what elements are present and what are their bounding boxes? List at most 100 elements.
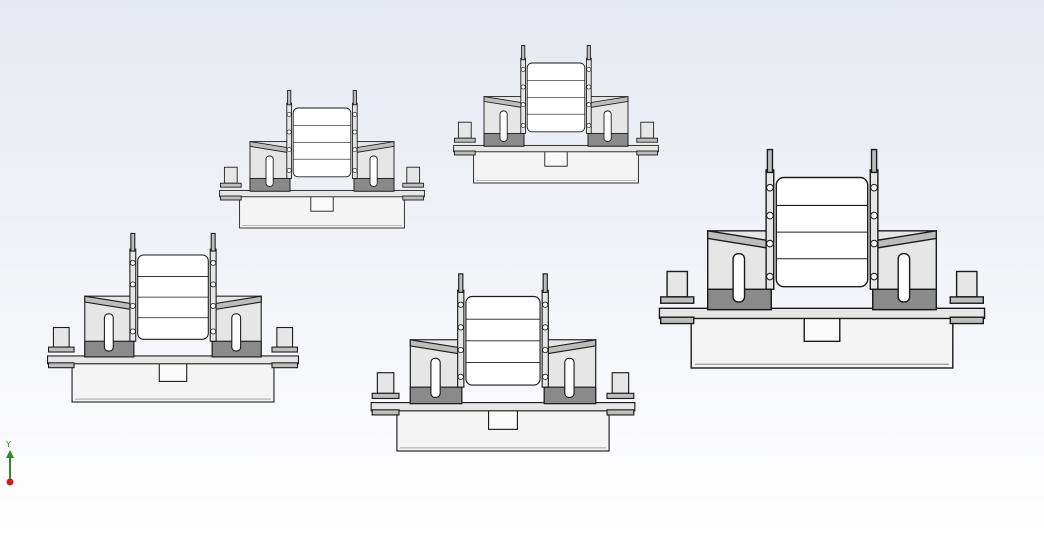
terminal-bolt-left [666,270,689,298]
terminal-nut-right-bottom [402,195,425,201]
fuse-rivet-icon [352,168,358,173]
fuse-rivet-icon [129,328,136,335]
fuse-holder-small-top-left[interactable] [219,89,425,229]
base-notch [544,150,568,167]
terminal-nut-right-top [949,296,984,304]
fuse-rivet-icon [870,183,878,192]
terminal-bolt-left [457,121,472,139]
fuse-rivet-icon [586,102,592,107]
fuse-rivet-icon [586,84,592,90]
fuse-rivet-icon [210,259,217,266]
terminal-bolt-left [52,326,70,348]
fuse-rivet-icon [520,84,526,90]
terminal-nut-right-bottom [949,316,984,325]
fuse-holder-large-right[interactable] [658,148,986,369]
contact-slot-right [231,313,242,352]
fuse-blade-right [352,89,357,106]
fuse-blade-left [130,232,136,252]
terminal-nut-left-bottom [453,150,476,156]
terminal-bolt-left [376,372,395,394]
terminal-nut-right-top [606,392,635,400]
fuse-rivet-icon [870,211,878,220]
fuse-blade-left [521,44,526,61]
terminal-nut-left-bottom [48,362,75,369]
mounting-plate [370,402,636,412]
fuse-rivet-icon [129,259,136,266]
fuse-blade-right [586,44,591,61]
contact-slot-left [732,253,746,303]
fuse-holder-medium-center[interactable] [370,273,636,452]
terminal-nut-left-bottom [660,316,695,325]
fuse-blade-left [287,89,292,106]
contact-slot-right [897,253,911,303]
fuse-rivet-icon [129,303,136,309]
terminal-nut-right-bottom [606,409,635,416]
contact-slot-right [603,110,612,142]
fuse-blade-left [458,273,464,293]
fuse-rivet-icon [286,129,292,135]
coordinate-triad [6,450,14,486]
fuse-rivet-icon [766,183,774,192]
terminal-nut-left-top [48,346,75,353]
fuse-holder-small-top-center[interactable] [453,44,659,184]
terminal-nut-right-top [402,182,425,188]
fuse-rivet-icon [286,111,292,117]
fuse-rivet-icon [129,281,136,288]
terminal-nut-right-top [636,137,659,143]
fuse-rivet-icon [352,129,358,135]
terminal-nut-left-top [219,182,242,188]
contact-slot-left [103,313,114,352]
fuse-rivet-icon [286,147,292,152]
fuse-rivet-icon [352,111,358,117]
terminal-bolt-right [955,270,978,298]
fuse-rivet-icon [542,346,549,354]
triad-y-label: Y [6,440,11,449]
terminal-nut-left-bottom [371,409,400,416]
contact-slot-left [430,357,441,399]
fuse-rivet-icon [542,373,549,380]
base-notch [310,195,334,212]
terminal-nut-left-bottom [219,195,242,201]
terminal-nut-right-bottom [271,362,298,369]
fuse-blade-right [542,273,548,293]
fuse-rivet-icon [352,147,358,152]
contact-slot-left [499,110,508,142]
y-axis-arrow-icon [6,450,14,458]
terminal-bolt-right [406,166,421,184]
fuse-rivet-icon [870,239,878,248]
fuse-rivet-icon [586,66,592,72]
fuse-rivet-icon [457,346,464,354]
fuse-rivet-icon [766,239,774,248]
mounting-plate [658,307,986,320]
terminal-bolt-right [276,326,294,348]
fuse-rivet-icon [870,272,878,281]
fuse-rivet-icon [286,168,292,173]
triad-origin-icon [6,478,14,486]
base-notch [158,362,188,382]
fuse-rivet-icon [457,301,464,308]
fuse-rivet-icon [210,328,217,335]
fuse-blade-right [870,148,878,174]
fuse-holder-medium-left[interactable] [47,232,299,403]
fuse-rivet-icon [766,272,774,281]
mounting-plate [47,355,299,365]
fuse-rivet-icon [766,211,774,220]
fuse-blade-left [766,148,774,174]
fuse-rivet-icon [210,281,217,288]
base-notch [803,316,841,343]
fuse-rivet-icon [520,102,526,107]
terminal-bolt-left [223,166,238,184]
contact-slot-right [564,357,575,399]
base-notch [488,409,518,430]
terminal-bolt-right [640,121,655,139]
mounting-plate [219,189,425,198]
contact-slot-right [369,155,378,187]
fuse-rivet-icon [542,324,549,331]
fuse-rivet-icon [520,66,526,72]
contact-slot-left [265,155,274,187]
fuse-rivet-icon [586,123,592,128]
terminal-nut-left-top [453,137,476,143]
fuse-rivet-icon [520,123,526,128]
